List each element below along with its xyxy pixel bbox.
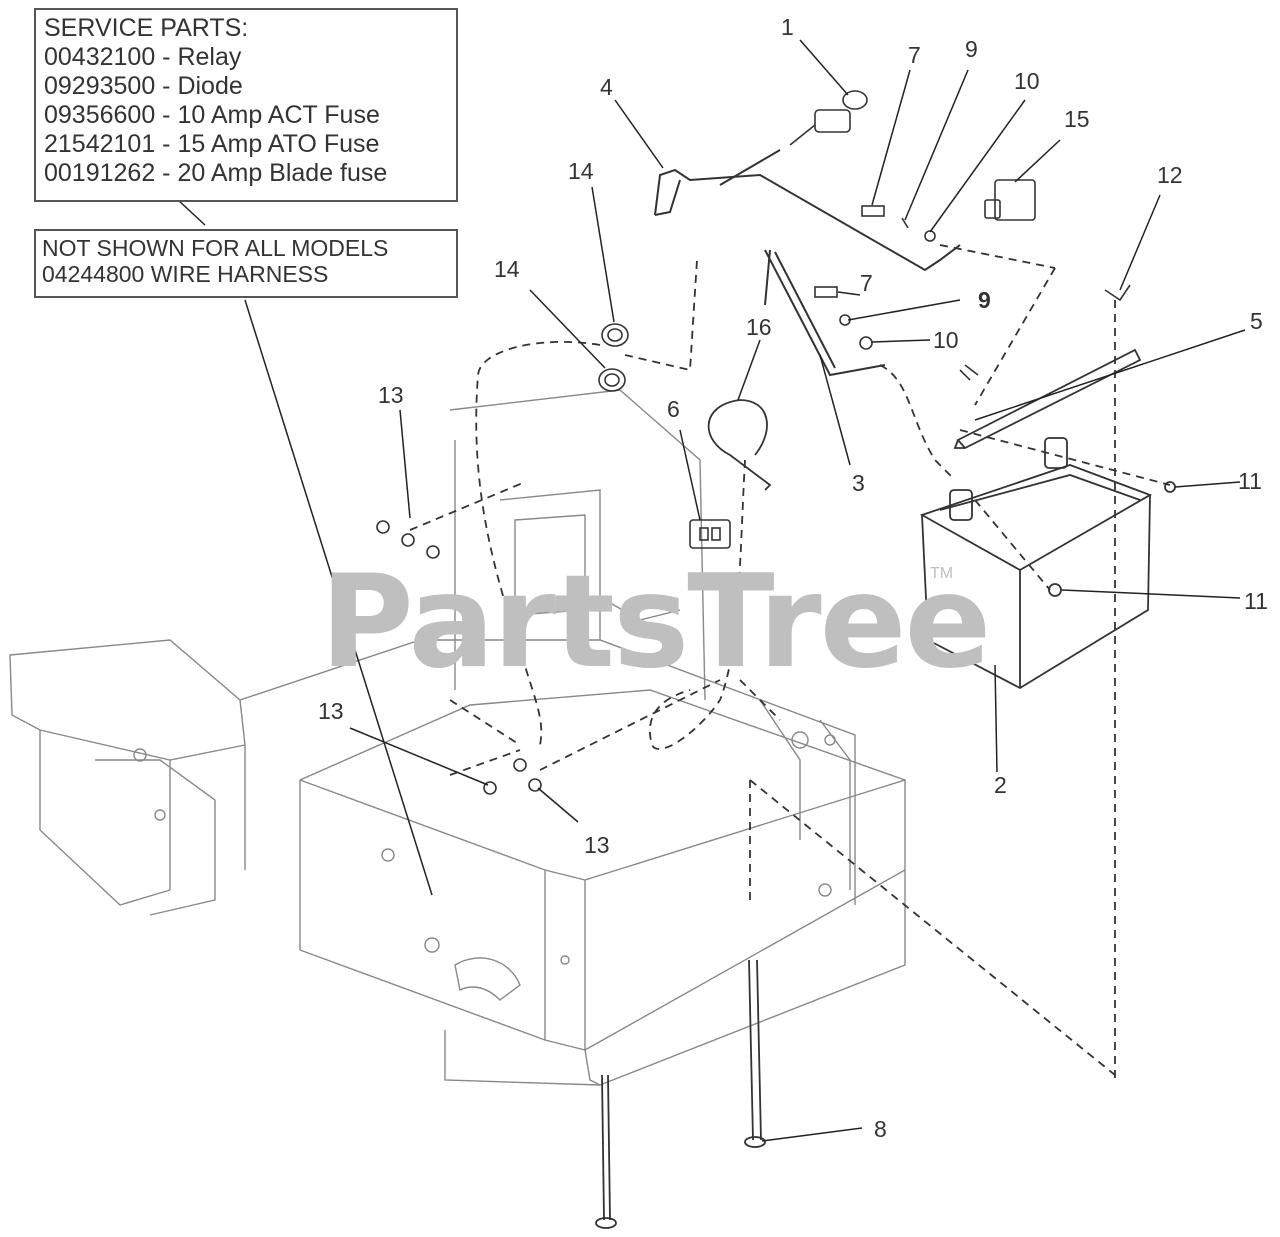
callout-8: 8 — [874, 1116, 887, 1142]
part-6-relay — [689, 519, 731, 549]
part-1-connector — [789, 90, 868, 146]
callout-14-lower: 14 — [494, 256, 520, 282]
service-part-item: 21542101 - 15 Amp ATO Fuse — [44, 130, 380, 158]
callout-13-upper: 13 — [378, 382, 404, 408]
leader-lines — [177, 39, 1246, 1142]
cable-rod — [654, 149, 961, 377]
hardware-small — [814, 205, 1131, 376]
callout-9-mid: 9 — [978, 287, 991, 313]
callout-3: 3 — [852, 470, 865, 496]
callout-2: 2 — [994, 772, 1007, 798]
part-13-screws — [376, 520, 542, 795]
part-8-bolts — [595, 959, 766, 1229]
callout-10-mid: 10 — [933, 327, 959, 353]
callout-13-left: 13 — [318, 698, 344, 724]
service-parts-heading: SERVICE PARTS: — [44, 14, 249, 42]
callout-5: 5 — [1250, 308, 1263, 334]
callout-11-upper: 11 — [1238, 468, 1262, 494]
service-part-item: 00191262 - 20 Amp Blade fuse — [44, 159, 388, 187]
service-parts-box: SERVICE PARTS: 00432100 - Relay 09293500… — [34, 8, 458, 202]
watermark-tm: TM — [930, 565, 954, 582]
callout-7-mid: 7 — [860, 270, 873, 296]
callout-15: 15 — [1064, 106, 1090, 132]
callout-11-lower: 11 — [1244, 588, 1268, 614]
part-16-cable-tie — [707, 399, 772, 491]
not-shown-box: NOT SHOWN FOR ALL MODELS 04244800 WIRE H… — [34, 229, 458, 298]
chassis-frame — [9, 389, 906, 1086]
callout-1: 1 — [781, 14, 794, 40]
not-shown-line-2: 04244800 WIRE HARNESS — [42, 261, 329, 287]
callout-7-top: 7 — [908, 42, 921, 68]
callout-6: 6 — [667, 396, 680, 422]
part-15-terminal — [984, 179, 1036, 221]
part-14-grommets — [598, 323, 629, 392]
part-5-holddown — [953, 348, 1142, 450]
harness-dashes — [409, 244, 1171, 1080]
service-part-item: 00432100 - Relay — [44, 43, 242, 71]
service-part-item: 09356600 - 10 Amp ACT Fuse — [44, 101, 380, 129]
callout-16: 16 — [746, 314, 772, 340]
part-2-battery — [919, 437, 1176, 690]
not-shown-line-1: NOT SHOWN FOR ALL MODELS — [42, 235, 389, 261]
callout-13-right: 13 — [584, 832, 610, 858]
callout-10-top: 10 — [1014, 68, 1040, 94]
callout-4: 4 — [600, 74, 613, 100]
service-part-item: 09293500 - Diode — [44, 72, 243, 100]
callout-14-upper: 14 — [568, 158, 594, 184]
callout-12: 12 — [1157, 162, 1183, 188]
watermark: PartsTree — [320, 548, 991, 697]
callout-9-top: 9 — [965, 36, 978, 62]
